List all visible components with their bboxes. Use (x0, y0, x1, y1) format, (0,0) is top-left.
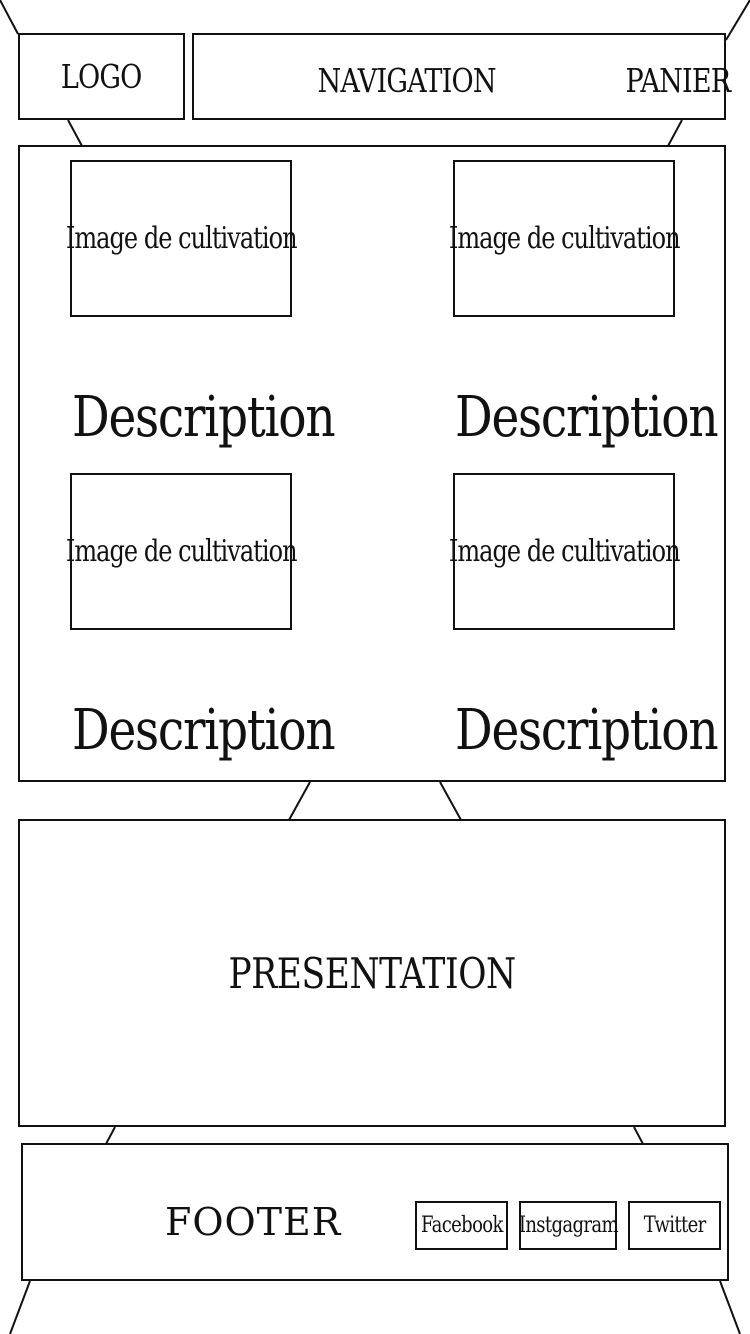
product-description: Description (455, 385, 719, 450)
product-image[interactable]: Image de cultivation (449, 473, 680, 630)
product-image-label: Image de cultivation (448, 221, 681, 256)
logo-box[interactable]: LOGO (18, 33, 185, 120)
logo-label: LOGO (61, 57, 143, 96)
product-image[interactable]: Image de cultivation (66, 473, 297, 630)
twitter-label: Twitter (643, 1213, 706, 1238)
presentation-section: PRESENTATION (18, 819, 726, 1127)
footer-label: FOOTER (165, 1200, 342, 1244)
product-image[interactable]: Image de cultivation (449, 160, 680, 317)
navigation-bar[interactable]: NAVIGATION PANIER (192, 33, 731, 120)
cart-link[interactable]: PANIER (625, 61, 732, 100)
instagram-label: Instgagram (518, 1213, 618, 1238)
product-description: Description (72, 698, 336, 763)
footer: FOOTER Facebook Instgagram Twitter (21, 1143, 729, 1281)
instagram-button[interactable]: Instgagram (518, 1201, 618, 1250)
product-image-label: Image de cultivation (65, 534, 298, 569)
product-description: Description (72, 385, 336, 450)
facebook-button[interactable]: Facebook (415, 1201, 508, 1250)
product-image-label: Image de cultivation (65, 221, 298, 256)
product-image[interactable]: Image de cultivation (66, 160, 297, 317)
product-description: Description (455, 698, 719, 763)
facebook-label: Facebook (420, 1213, 503, 1238)
presentation-label: PRESENTATION (228, 948, 516, 998)
twitter-button[interactable]: Twitter (628, 1201, 721, 1250)
products-section: Image de cultivation Image de cultivatio… (18, 145, 726, 782)
navigation-label[interactable]: NAVIGATION (317, 61, 497, 100)
product-image-label: Image de cultivation (448, 534, 681, 569)
